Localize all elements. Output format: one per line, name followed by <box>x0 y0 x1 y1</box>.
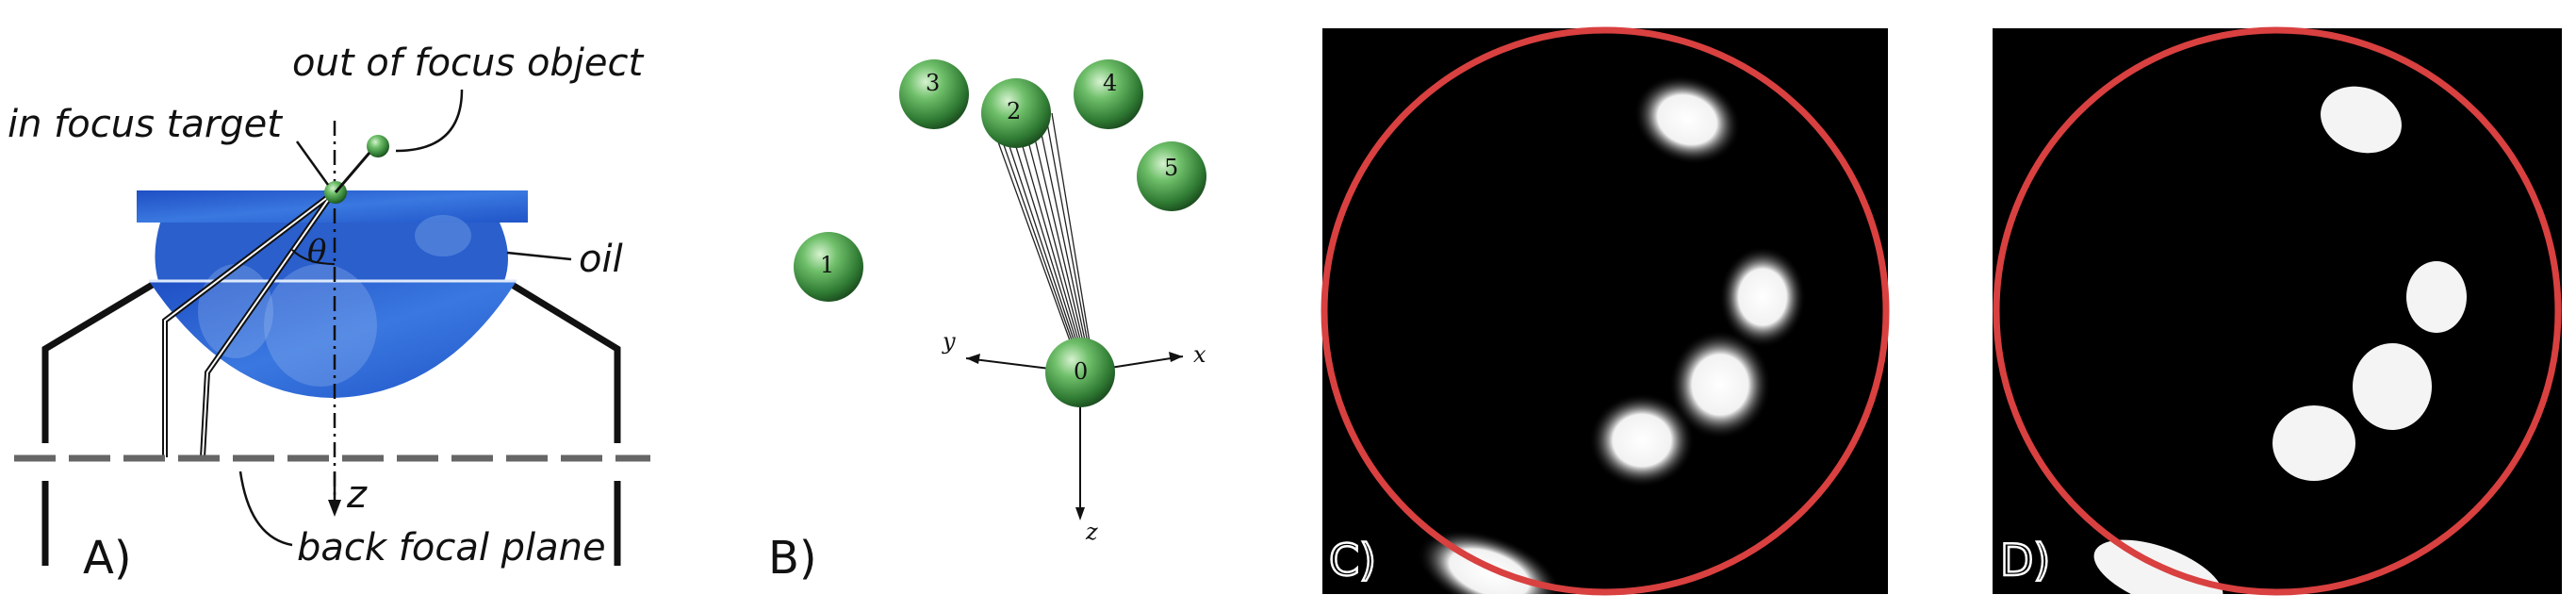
panel-label-d: D) <box>2000 535 2050 586</box>
aperture-circle-d <box>1993 26 2562 596</box>
aperture-circle-c <box>1321 26 1890 596</box>
panel-label-c: C) <box>1329 535 1376 586</box>
panel-label-b: B) <box>768 532 817 585</box>
panel-label-a: A) <box>83 532 132 585</box>
label-back-focal-plane: back focal plane <box>297 526 606 570</box>
svg-text:0: 0 <box>1074 358 1088 385</box>
objective-housing <box>41 279 621 566</box>
segmented-blobs <box>2093 86 2467 594</box>
panel-b: x y z 0 1 2 3 4 5 B) <box>768 59 1206 585</box>
out-of-focus-sphere <box>367 135 389 157</box>
sphere-5: 5 <box>1137 141 1206 211</box>
theta-arc <box>291 249 336 265</box>
leader-bfp <box>238 471 293 547</box>
panel-a: θ out of focus object in focus target oi… <box>8 41 650 585</box>
leader-in-focus <box>295 140 330 186</box>
image-d-background <box>1993 28 2562 594</box>
svg-text:4: 4 <box>1103 70 1117 96</box>
label-oil: oil <box>579 238 623 281</box>
leader-out-of-focus <box>395 89 464 153</box>
leader-oil <box>506 251 572 261</box>
blurred-blobs <box>1417 74 1806 594</box>
axis-z-label: z <box>1085 519 1098 545</box>
axis-x-label: x <box>1193 341 1206 368</box>
panel-d: D) <box>1993 26 2562 596</box>
label-z: z <box>346 473 368 517</box>
sphere-3: 3 <box>899 59 969 129</box>
sphere-1: 1 <box>794 232 863 302</box>
panel-c: C) <box>1321 26 1890 596</box>
label-in-focus: in focus target <box>8 103 283 146</box>
svg-text:3: 3 <box>926 70 940 96</box>
label-out-of-focus: out of focus object <box>292 41 645 85</box>
svg-text:5: 5 <box>1164 155 1178 181</box>
ray-bundle <box>987 112 1092 355</box>
theta-label: θ <box>307 233 326 271</box>
sphere-0: 0 <box>1045 338 1115 407</box>
axis-y-label: y <box>942 328 956 355</box>
svg-text:2: 2 <box>1007 98 1021 124</box>
sphere-4: 4 <box>1074 59 1143 129</box>
svg-text:1: 1 <box>820 252 834 278</box>
sphere-2: 2 <box>981 78 1051 148</box>
